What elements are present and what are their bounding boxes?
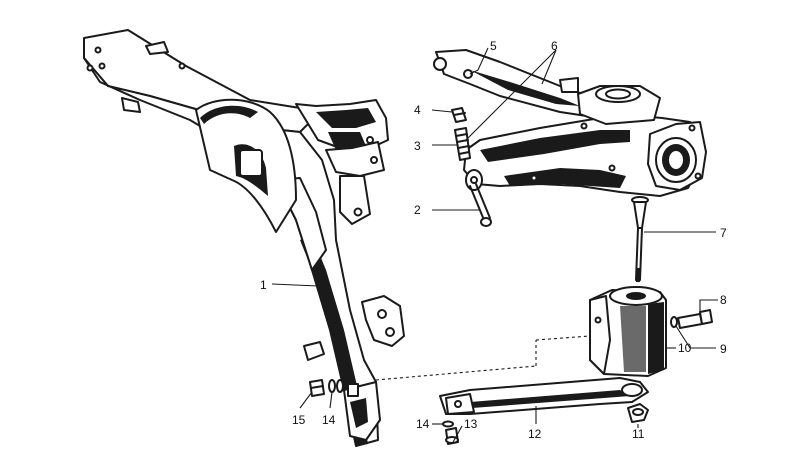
callout-6: 6 <box>551 39 558 53</box>
callout-7: 7 <box>720 226 727 240</box>
callout-14-left: 14 <box>322 413 336 427</box>
part-bolt-2 <box>469 183 492 227</box>
part-washer-9 <box>670 316 678 328</box>
callout-9: 9 <box>720 342 727 356</box>
callout-15: 15 <box>292 413 306 427</box>
part-bolt-8 <box>677 309 713 329</box>
callout-11: 11 <box>632 427 645 441</box>
callout-4: 4 <box>414 103 421 117</box>
part-rod-7 <box>631 196 649 282</box>
callout-13: 13 <box>464 417 478 431</box>
callout-2: 2 <box>414 203 421 217</box>
callout-12: 12 <box>528 427 542 441</box>
part-bush-3 <box>454 127 471 161</box>
callout-14-lower: 14 <box>416 417 430 431</box>
part-nut-4 <box>451 107 467 123</box>
callout-5: 5 <box>490 39 497 53</box>
part-mount-10 <box>589 286 667 377</box>
part-washer-14b <box>442 420 454 428</box>
part-link-12 <box>439 377 649 415</box>
callout-3: 3 <box>414 139 421 153</box>
part-nut-11 <box>627 403 649 423</box>
part-washer-14a <box>328 379 344 393</box>
part-bolt-13 <box>445 427 459 445</box>
callout-8: 8 <box>720 293 727 307</box>
part-subframe <box>83 29 405 447</box>
callout-10: 10 <box>678 341 692 355</box>
callout-1: 1 <box>260 278 267 292</box>
part-trailing-arm <box>433 49 707 197</box>
part-nut-15 <box>309 379 325 397</box>
leader-lines <box>271 47 718 445</box>
